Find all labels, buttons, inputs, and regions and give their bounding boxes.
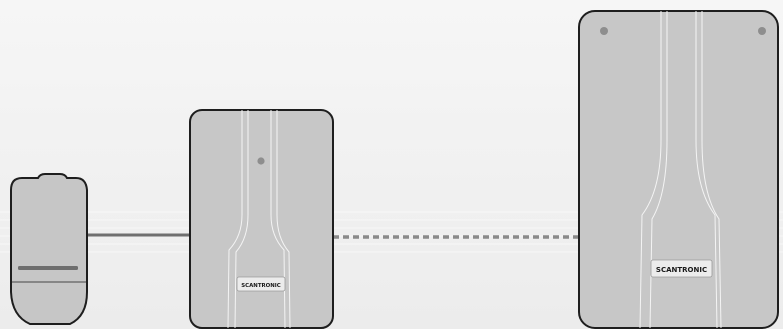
brand-label: SCANTRONIC — [241, 283, 280, 289]
control-panel-icon — [579, 11, 778, 328]
motion-detector-icon — [11, 174, 87, 324]
large-control-panel: SCANTRONIC — [579, 11, 778, 328]
screw-icon — [600, 27, 608, 35]
motion-detector — [11, 174, 87, 324]
screw-icon — [758, 27, 766, 35]
screw-icon — [257, 157, 264, 164]
brand-label: SCANTRONIC — [656, 266, 707, 274]
detector-lens-band — [18, 266, 78, 270]
control-panel-icon — [190, 110, 333, 328]
small-control-panel: SCANTRONIC — [190, 110, 333, 328]
